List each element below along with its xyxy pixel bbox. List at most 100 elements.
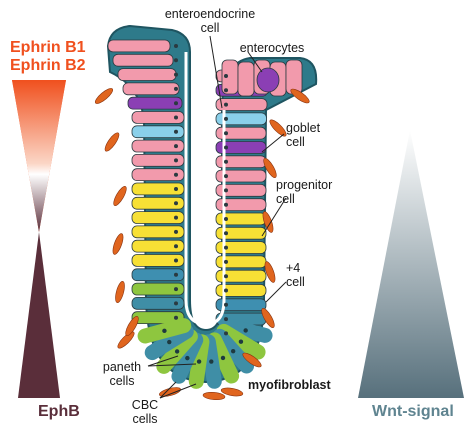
cell-nucleus (185, 355, 190, 361)
myofibroblast (242, 352, 262, 368)
left-cell-nucleus (174, 229, 178, 234)
left-cell-nucleus (174, 244, 178, 249)
right-progenitor (215, 284, 267, 297)
myofibroblast (94, 88, 114, 104)
left-cell-nucleus (174, 72, 178, 77)
cell-nucleus (220, 355, 226, 361)
right-cell-nucleus (224, 202, 228, 207)
left-enterocyte (107, 39, 171, 53)
goblet-label-line2: cell (286, 135, 305, 149)
right-cell-nucleus (224, 302, 228, 307)
left-enterocyte (131, 139, 185, 153)
left-cbc-cell (131, 296, 185, 310)
right-cell-nucleus (224, 231, 228, 236)
right-cell-nucleus (224, 188, 228, 193)
left-progenitor (131, 254, 185, 267)
cell-nucleus (196, 359, 202, 364)
myofibroblast (269, 119, 287, 137)
ephb-gradient-bottom (18, 232, 60, 398)
left-enterocyte (131, 153, 185, 167)
right-enteroendocrine (215, 112, 267, 126)
ephrin-b1-label: Ephrin B1 (10, 39, 86, 56)
goblet-cell-label: goblet cell (286, 121, 320, 149)
crypt-epithelium (94, 24, 318, 401)
cbc-label-line2: cells (132, 412, 158, 426)
right-progenitor (215, 241, 267, 254)
cell-nucleus (243, 328, 248, 333)
left-cell-nucleus (174, 158, 178, 163)
ephrin-b2-label: Ephrin B2 (10, 57, 86, 74)
left-enterocyte (117, 68, 177, 81)
leader-lines (147, 35, 287, 399)
progenitor-label-line1: progenitor (276, 178, 333, 192)
left-cell-nucleus (174, 301, 178, 306)
left-cell-nucleus (174, 86, 178, 91)
right-goblet (215, 141, 267, 154)
left-cell-nucleus (174, 258, 178, 263)
paneth-cells-label: paneth cells (94, 360, 150, 388)
left-paneth-cell (131, 311, 185, 325)
right-cell-nucleus (224, 174, 228, 179)
left-progenitor (131, 239, 185, 253)
left-cell-nucleus (174, 101, 178, 106)
wnt-signal-label: Wnt-signal (372, 403, 454, 420)
enteroendocrine-label-line2: cell (200, 21, 220, 35)
cell-nucleus (230, 348, 236, 354)
ephb-label: EphB (38, 403, 80, 420)
plus4-label-line2: cell (286, 275, 305, 289)
myofibroblast-label: myofibroblast (248, 378, 331, 392)
myofibroblast (115, 281, 125, 303)
crypt-lumen (184, 52, 226, 326)
left-cell-nucleus (174, 115, 178, 120)
cbc-label-line1: CBC (131, 398, 159, 412)
cell-nucleus (162, 328, 167, 334)
right-progenitor (215, 269, 267, 283)
right-cell-nucleus (224, 288, 228, 293)
right-cell-nucleus (224, 88, 228, 93)
cell-nucleus (174, 349, 180, 354)
myofibroblast (113, 186, 127, 206)
left-cell-nucleus (174, 44, 178, 48)
left-cell-nucleus (174, 315, 178, 320)
cell-nucleus (238, 339, 244, 344)
left-cell-nucleus (174, 201, 178, 206)
enterocytes-label: enterocytes (239, 41, 305, 55)
right-cell-nucleus (224, 159, 228, 164)
progenitor-label-line2: cell (276, 192, 295, 206)
right-cell-nucleus (224, 145, 228, 150)
paneth-label-line1: paneth (102, 360, 142, 374)
left-cell-nucleus (174, 58, 178, 63)
left-cell-nucleus (174, 129, 178, 134)
cell-nucleus (209, 359, 214, 364)
myofibroblast (125, 316, 139, 336)
plus4-label-line1: +4 (286, 261, 301, 275)
left-progenitor (131, 196, 185, 210)
right-cell-nucleus (224, 116, 228, 121)
right-cell-nucleus (224, 74, 228, 78)
cbc-cells-label: CBC cells (120, 398, 170, 426)
left-progenitor (131, 225, 185, 239)
plus4-cell-label: +4 cell (286, 261, 305, 289)
right-cell-nucleus (224, 245, 228, 250)
left-enterocyte (131, 111, 185, 124)
right-cell-nucleus (224, 259, 228, 264)
left-goblet (127, 96, 183, 110)
right-enterocyte (215, 169, 267, 183)
left-cell-nucleus (174, 215, 178, 220)
left-progenitor (131, 211, 185, 224)
right-enterocyte (215, 198, 267, 211)
left-plus4-cell (131, 268, 185, 282)
left-enterocyte (122, 82, 180, 96)
myofibroblast (264, 261, 276, 283)
left-enterocyte (131, 168, 185, 181)
myofibroblast (263, 158, 277, 178)
left-progenitor (131, 182, 185, 196)
right-cell-nucleus (224, 217, 228, 221)
paneth-label-line2: cells (109, 374, 135, 388)
right-enterocyte (215, 183, 267, 197)
left-enterocyte (112, 53, 174, 67)
right-cell-nucleus (224, 274, 228, 279)
right-tip-enterocyte (237, 61, 255, 97)
left-cell-nucleus (174, 187, 178, 191)
